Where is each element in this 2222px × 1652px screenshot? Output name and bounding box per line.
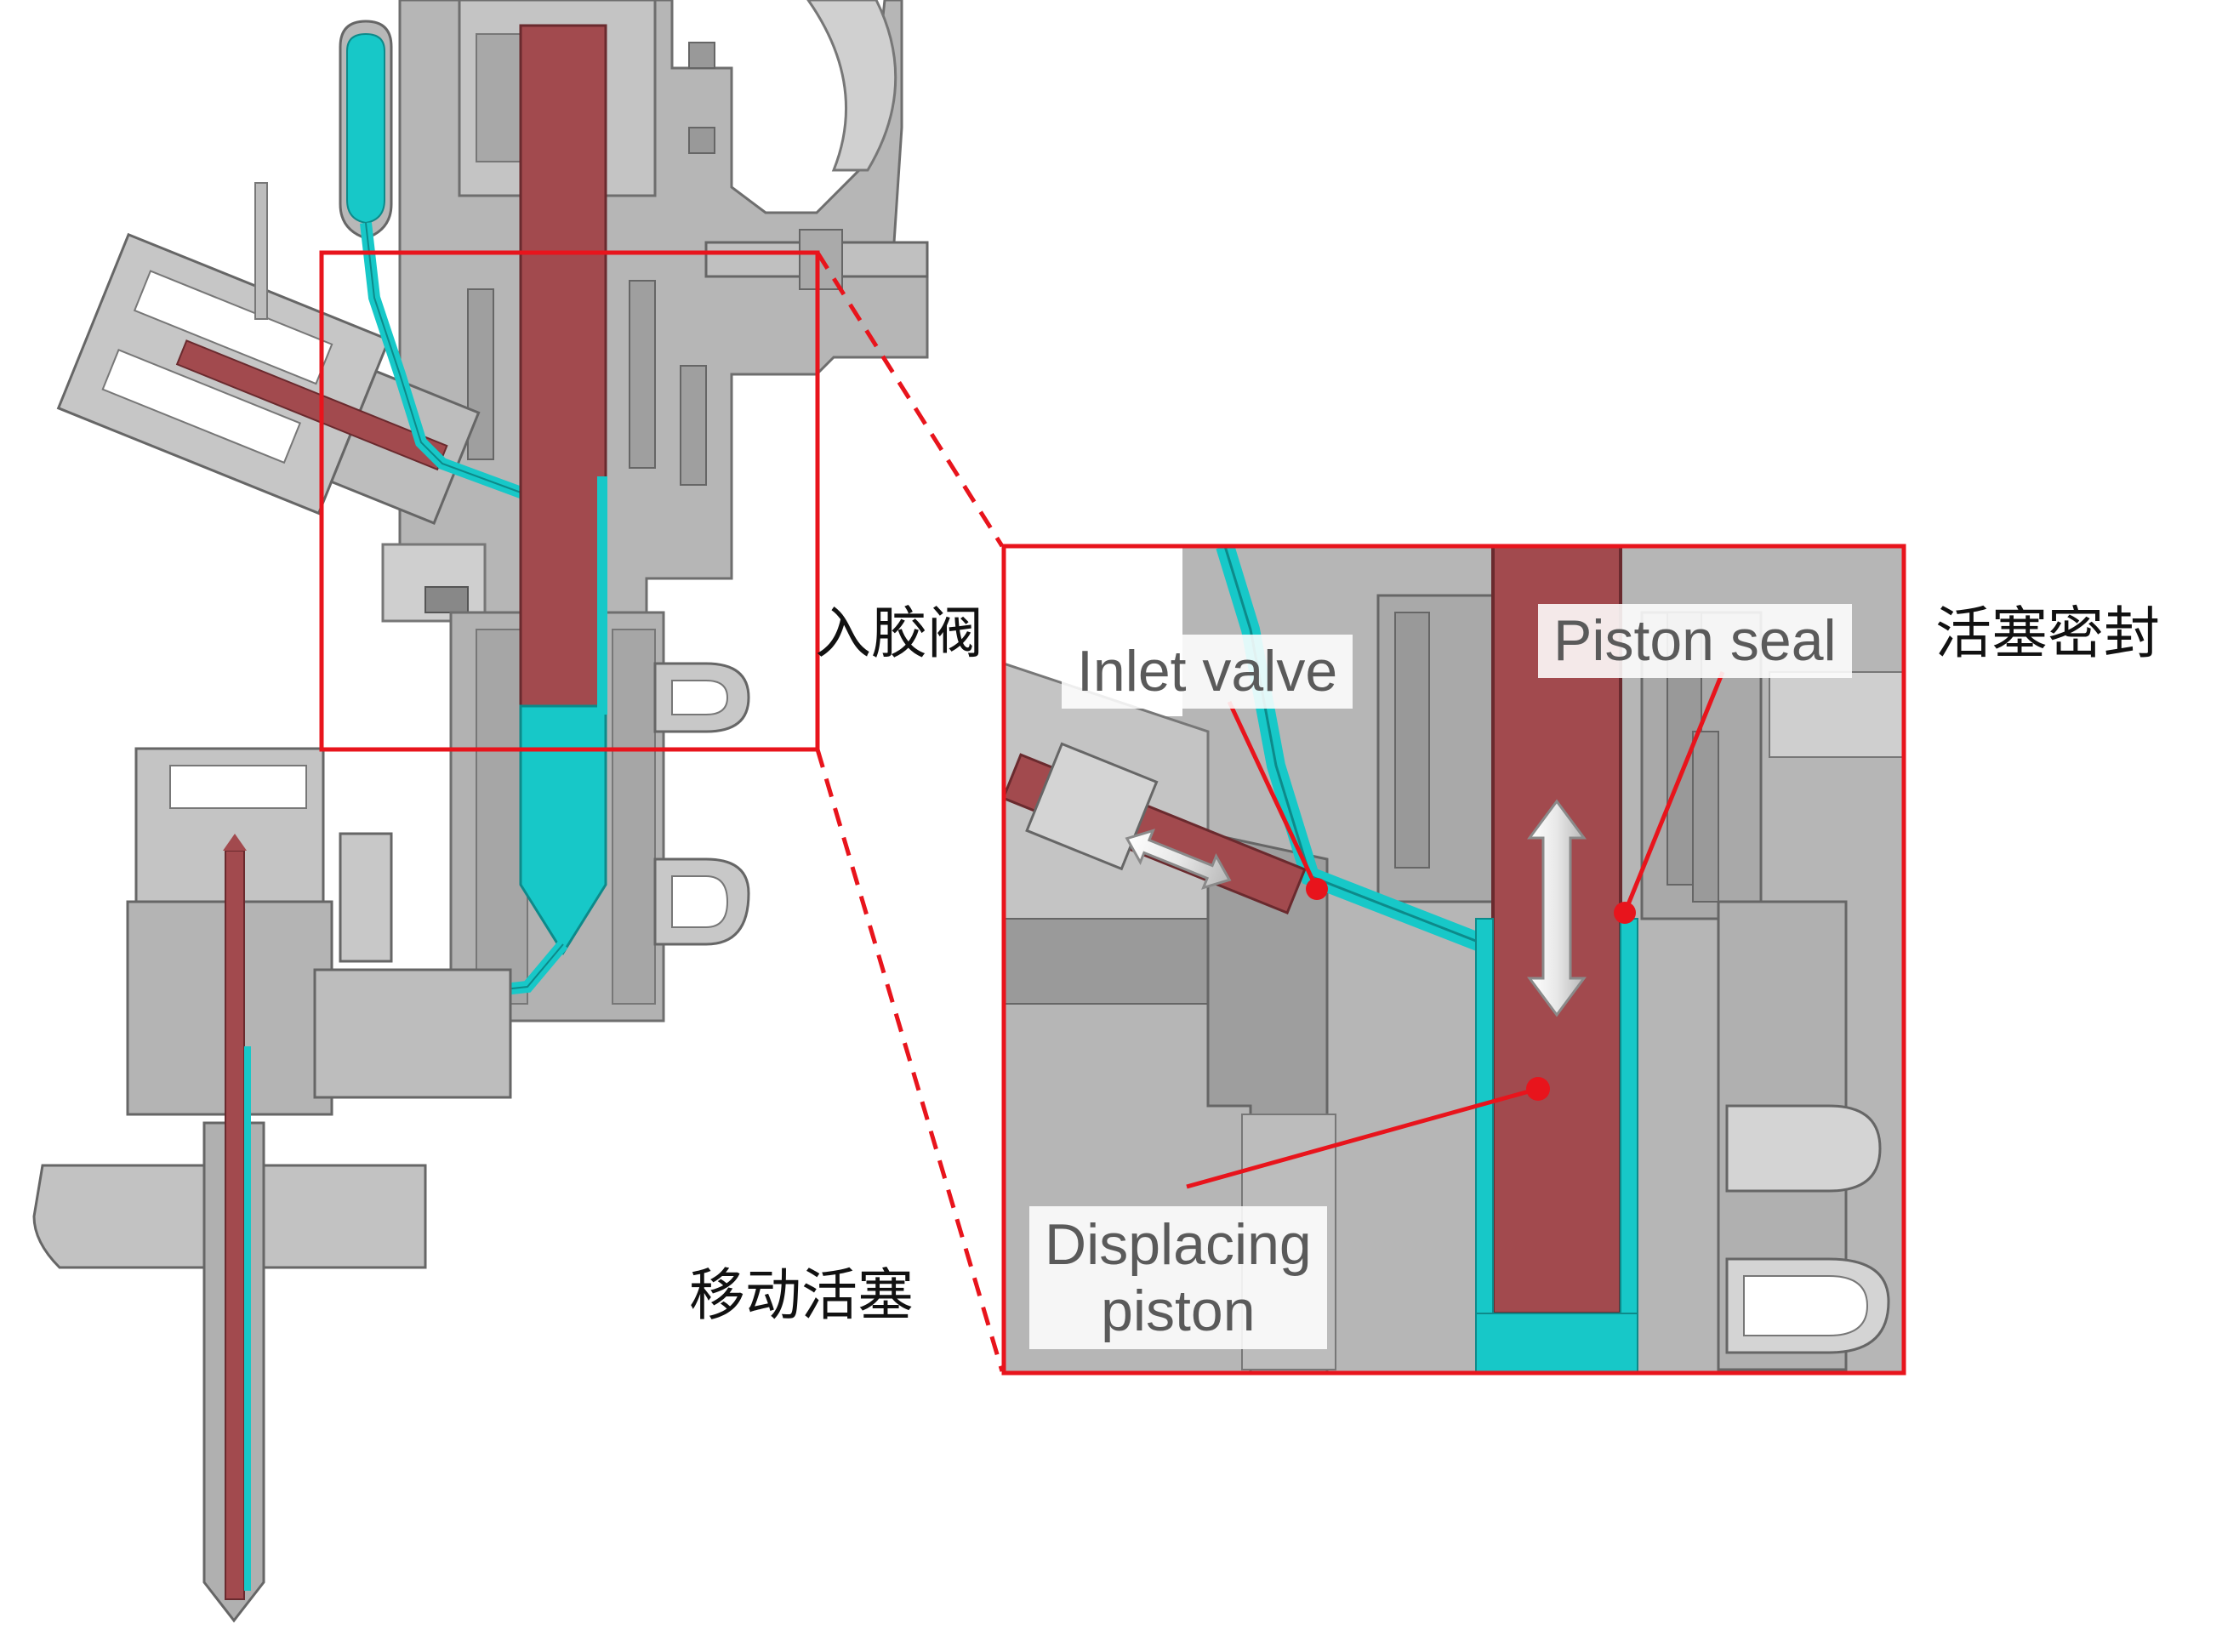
highlight-box — [319, 250, 820, 752]
piston-motion-arrow — [1527, 799, 1587, 1017]
callout-dot-piston-seal — [1614, 902, 1636, 924]
label-displacing-piston-cn: 移动活塞 — [689, 1262, 914, 1328]
zoom-inset — [1004, 546, 1904, 1373]
label-displacing-piston-en-line1: Displacing — [1045, 1212, 1312, 1277]
label-displacing-piston-en: Displacing piston — [1029, 1206, 1327, 1350]
connector-bottom — [815, 749, 1005, 1372]
label-displacing-piston-en-line2: piston — [1101, 1279, 1256, 1344]
inlet-valve-motion-arrow — [1125, 829, 1232, 890]
zoom-inset-frame — [1001, 544, 1906, 1376]
callout-line-displacing-piston — [1186, 1086, 1539, 1189]
callout-line-piston-seal — [1622, 671, 1725, 914]
label-inlet-valve-en: Inlet valve — [1062, 635, 1353, 709]
connector-top — [815, 251, 1005, 548]
callout-line-inlet-valve — [1227, 700, 1319, 891]
label-piston-seal-cn: 活塞密封 — [1935, 601, 2160, 666]
callout-dot-inlet-valve — [1306, 878, 1328, 900]
label-piston-seal-en: Piston seal — [1538, 604, 1852, 678]
callout-dot-displacing-piston — [1526, 1077, 1550, 1101]
label-inlet-valve-cn: 入胶阀 — [815, 601, 983, 666]
main-assembly — [32, 0, 929, 1623]
